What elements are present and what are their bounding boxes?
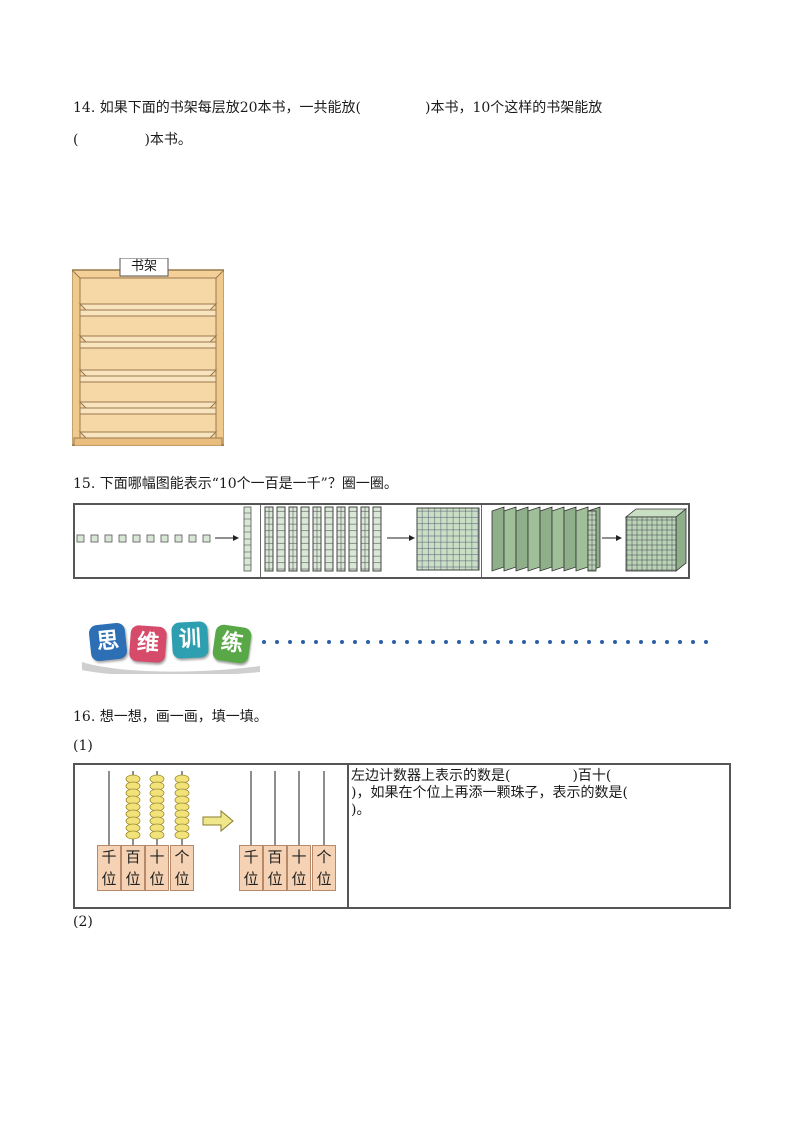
sub-question-1-label: (1): [73, 738, 93, 754]
question-14-line1: 14. 如果下面的书架每层放20本书，一共能放( )本书，10个这样的书架能放: [73, 98, 602, 118]
option-c-hundreds-to-thousand[interactable]: [482, 505, 688, 577]
option-a-ones-to-ten[interactable]: [75, 505, 260, 577]
place-ones: 个 位: [170, 845, 194, 891]
place-hundreds: 百 位: [121, 845, 145, 891]
answer-text-b: )百十(: [572, 768, 612, 784]
dotted-line: [262, 640, 708, 644]
question-16-text: 16. 想一想，画一画，填一填。: [73, 709, 268, 725]
answer-line-3: )。: [351, 802, 371, 818]
place-hundreds: 百 位: [263, 845, 287, 891]
bookshelf-image: 书架: [71, 257, 225, 448]
abacus-cell: 千 位 百 位 十 位 个 位 千 位 百 位 十 位 个 位: [75, 765, 347, 907]
place-ones[interactable]: 个 位: [312, 845, 336, 891]
place-tens: 十 位: [287, 845, 311, 891]
q14-open-paren: (: [73, 132, 79, 148]
question-14-line2: ( )本书。: [73, 130, 192, 150]
q14-text-c: )本书。: [144, 132, 192, 148]
place-thousands: 千 位: [239, 845, 263, 891]
question-15-text: 15. 下面哪幅图能表示“10个一百是一千”？圈一圈。: [73, 476, 398, 492]
q16-table: 千 位 百 位 十 位 个 位 千 位 百 位 十 位 个 位 左边计数器上表示…: [73, 763, 731, 909]
place-thousands: 千 位: [97, 845, 121, 891]
q14-text-b: )本书，10个这样的书架能放: [425, 100, 603, 116]
answer-cell: 左边计数器上表示的数是( )百十( )，如果在个位上再添一颗珠子，表示的数是( )…: [347, 765, 729, 907]
banner-tile-3: 训: [171, 621, 209, 659]
divider: [481, 505, 482, 577]
bookshelf-label: 书架: [130, 259, 157, 274]
banner-tile-2: 维: [128, 624, 168, 664]
sub-question-2-label: (2): [73, 914, 93, 930]
answer-line-2: )，如果在个位上再添一颗珠子，表示的数是(: [351, 785, 628, 801]
q14-text-a: 14. 如果下面的书架每层放20本书，一共能放(: [73, 100, 361, 116]
place-tens: 十 位: [145, 845, 169, 891]
q15-figure-row: [73, 503, 690, 579]
option-b-tens-to-hundred[interactable]: [261, 505, 481, 577]
divider: [260, 505, 261, 577]
banner-tile-4: 练: [211, 623, 253, 665]
answer-text-a: 左边计数器上表示的数是(: [351, 768, 511, 784]
answer-line-1: 左边计数器上表示的数是( )百十(: [351, 768, 727, 785]
banner-tile-1: 思: [88, 622, 128, 662]
